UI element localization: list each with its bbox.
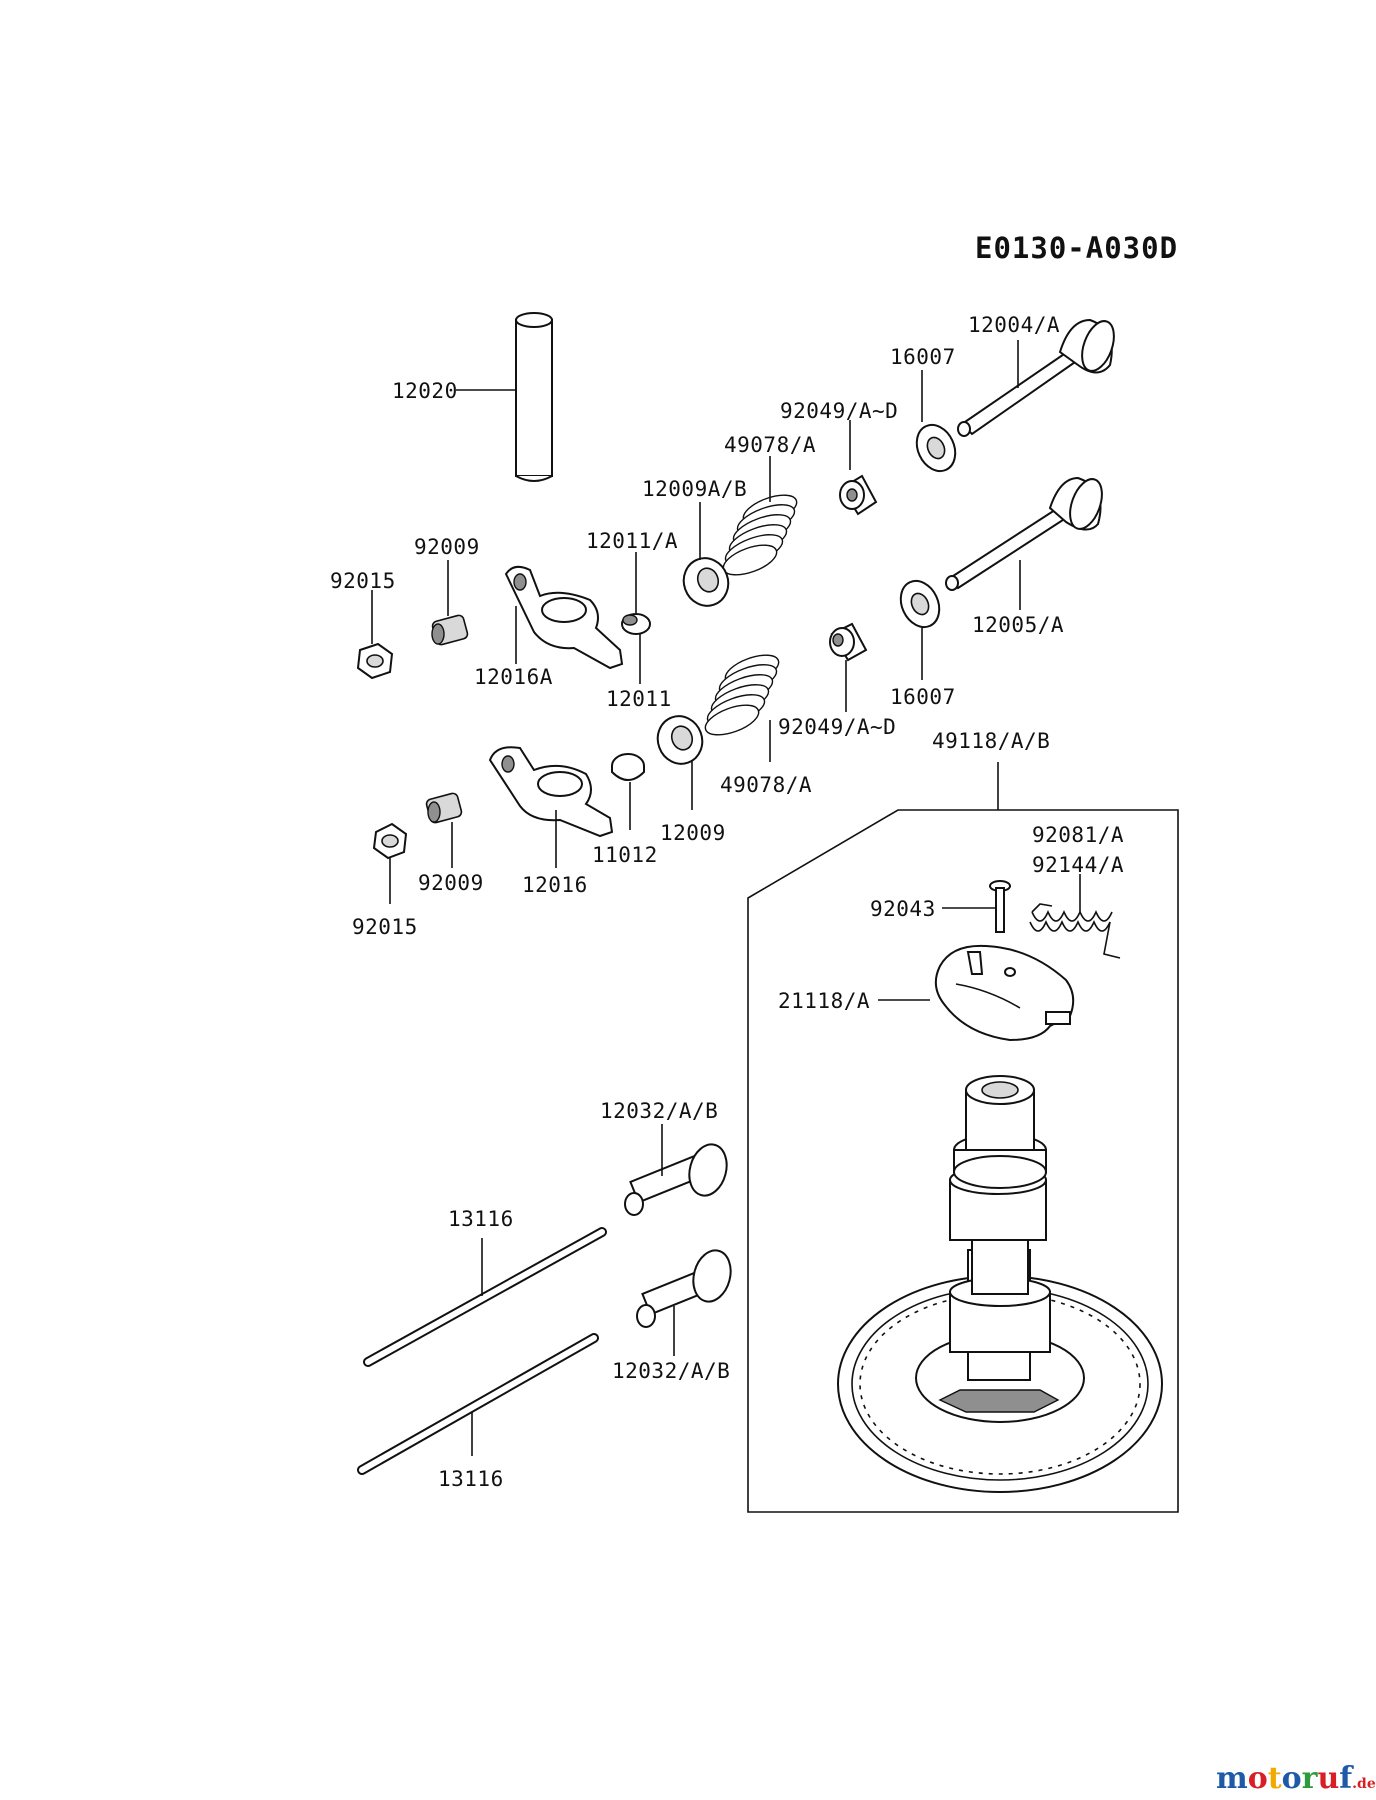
push-rod-lower: [357, 1333, 599, 1475]
rocker-arm-lower: [488, 746, 614, 838]
label-49078-upper: 49078/A: [724, 433, 816, 457]
label-12009ab: 12009A/B: [642, 477, 747, 501]
label-92009-lower: 92009: [418, 871, 484, 895]
label-21118: 21118/A: [778, 989, 870, 1013]
valve-spring-lower: [704, 654, 780, 736]
nut-lower: [372, 822, 408, 860]
label-13116-upper: 13116: [448, 1207, 514, 1231]
spring-retainer-lower: [829, 622, 868, 662]
watermark-logo: motoruf.de: [1216, 1761, 1376, 1796]
valve-lower: [945, 476, 1103, 591]
label-16007-upper: 16007: [890, 345, 956, 369]
valve-upper: [957, 318, 1115, 437]
tappet-lower: [636, 1249, 732, 1328]
label-92043: 92043: [870, 897, 936, 921]
label-49118: 49118/A/B: [932, 729, 1050, 753]
label-12004: 12004/A: [968, 313, 1060, 337]
governor-pin: [989, 880, 1011, 933]
adjuster-lower: [425, 792, 463, 824]
label-92015-lower: 92015: [352, 915, 418, 939]
valve-cap-upper: [621, 613, 651, 635]
spring-retainer-upper: [839, 474, 878, 516]
camshaft-gear: [837, 1075, 1163, 1493]
label-92049-upper: 92049/A~D: [780, 399, 898, 423]
svg-text:motoruf.de: motoruf.de: [1216, 1761, 1376, 1796]
adjuster-upper: [431, 614, 469, 646]
label-12032-upper: 12032/A/B: [600, 1099, 718, 1123]
label-13116-lower: 13116: [438, 1467, 504, 1491]
rocker-arm-upper: [504, 565, 624, 670]
label-92009-upper: 92009: [414, 535, 480, 559]
label-12011: 12011: [606, 687, 672, 711]
governor-spring: [1029, 903, 1121, 959]
label-12011a: 12011/A: [586, 529, 678, 553]
label-92049-lower: 92049/A~D: [778, 715, 896, 739]
tappet-upper: [624, 1143, 728, 1216]
label-12020: 12020: [392, 379, 458, 403]
label-12005: 12005/A: [972, 613, 1064, 637]
valve-seal-lower: [899, 579, 941, 629]
spring-seat-upper: [682, 557, 730, 607]
push-rod-upper: [363, 1227, 607, 1367]
valve-seal-upper: [915, 423, 957, 473]
valve-spring-upper: [722, 494, 798, 576]
label-92144: 92144/A: [1032, 853, 1124, 877]
diagram-code: E0130-A030D: [975, 231, 1178, 265]
label-12016a: 12016A: [474, 665, 553, 689]
label-12016: 12016: [522, 873, 588, 897]
label-16007-lower: 16007: [890, 685, 956, 709]
nut-upper: [356, 642, 394, 680]
spring-seat-lower: [656, 715, 704, 765]
rocker-shaft: [515, 312, 553, 482]
governor-plate: [934, 944, 1075, 1042]
label-12032-lower: 12032/A/B: [612, 1359, 730, 1383]
camshaft-assembly-frame: [747, 809, 1179, 1513]
label-92015-upper: 92015: [330, 569, 396, 593]
label-12009: 12009: [660, 821, 726, 845]
label-11012: 11012: [592, 843, 658, 867]
valve-cap-lower: [611, 753, 645, 781]
label-49078-lower: 49078/A: [720, 773, 812, 797]
label-92081: 92081/A: [1032, 823, 1124, 847]
